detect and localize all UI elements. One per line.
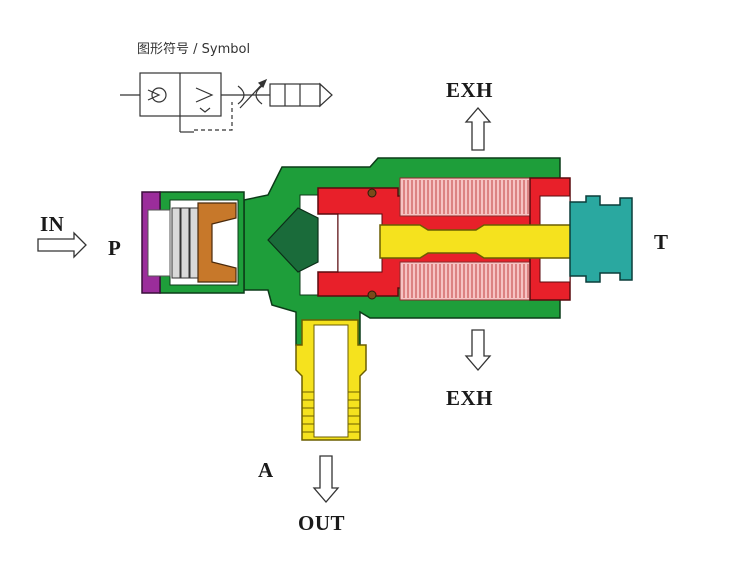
collet <box>197 202 237 283</box>
label-exh-bottom: EXH <box>446 386 494 410</box>
adjust-knob <box>569 195 633 283</box>
in-flow-arrow <box>37 231 87 259</box>
out-flow-arrow <box>312 455 340 503</box>
silencer-stripes <box>403 180 529 298</box>
label-exh-top: EXH <box>446 78 494 102</box>
o-rings <box>367 188 377 300</box>
label-out: OUT <box>298 511 346 535</box>
outlet-bore <box>313 324 349 438</box>
label-a: A <box>258 458 274 482</box>
symbol-check-ball <box>151 87 167 103</box>
symbol-restrictor <box>237 85 245 105</box>
label-in: IN <box>40 212 65 236</box>
label-t: T <box>654 230 669 254</box>
outlet-thread <box>302 391 360 433</box>
label-p: P <box>108 236 122 260</box>
exh-top-arrow <box>464 107 492 151</box>
bonnet-cavity <box>337 213 383 273</box>
exh-bottom-arrow <box>464 329 492 371</box>
collet-teeth <box>171 207 199 279</box>
check-diaphragm <box>267 207 319 273</box>
inlet-tube <box>147 209 171 277</box>
symbol-title: 图形符号 / Symbol <box>137 42 251 57</box>
